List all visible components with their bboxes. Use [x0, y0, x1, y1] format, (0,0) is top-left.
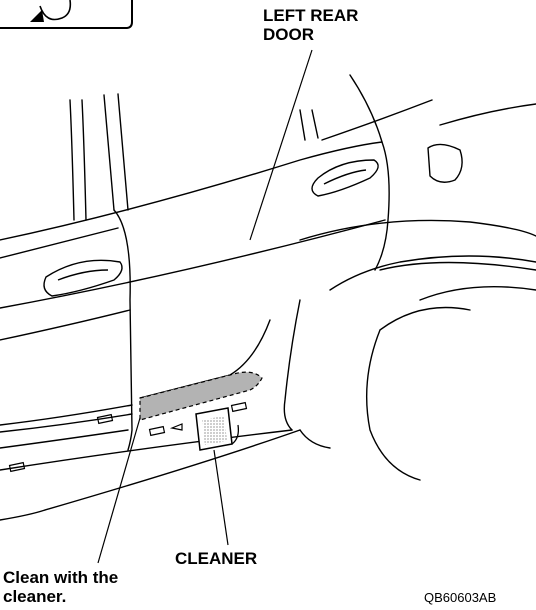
- cleaner-pad: [195, 407, 240, 451]
- front-door-handle: [43, 259, 123, 297]
- figure-code: QB60603AB: [424, 590, 497, 605]
- leader-cleaner: [213, 449, 229, 546]
- label-left-rear-door-line2: DOOR: [263, 25, 314, 44]
- label-cleaner: CLEANER: [175, 549, 258, 568]
- car-body: [0, 74, 536, 521]
- label-left-rear-door: LEFT REAR DOOR: [263, 6, 423, 44]
- label-clean-line1: Clean with the: [3, 568, 119, 587]
- inset-arrow-icon: [30, 10, 44, 22]
- trim-arrow-icon: [169, 423, 183, 431]
- leader-clean-with: [97, 417, 141, 564]
- rear-door-handle: [311, 159, 379, 197]
- door-handles: [43, 159, 379, 297]
- label-left-rear-door-line1: LEFT REAR: [263, 6, 359, 25]
- label-clean-with-cleaner: Clean with the cleaner.: [3, 568, 203, 606]
- label-clean-line2: cleaner.: [3, 587, 67, 606]
- sill-trim-marks: [8, 401, 248, 473]
- leader-lines: [97, 49, 313, 564]
- leader-left-rear-door: [249, 49, 313, 241]
- inset-view-box: [0, 0, 133, 29]
- cleaning-area: [139, 371, 263, 421]
